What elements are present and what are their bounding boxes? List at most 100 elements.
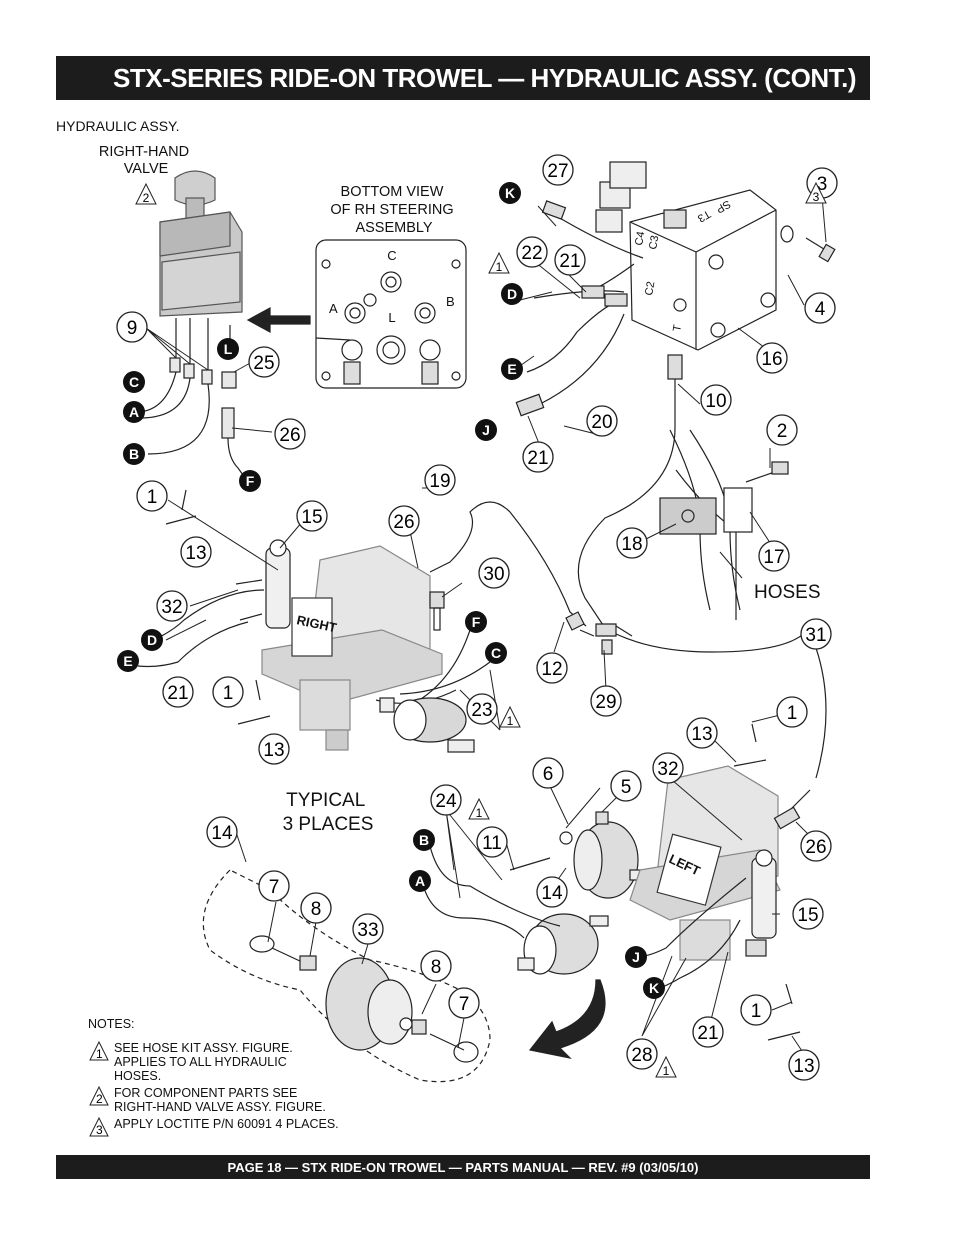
- bottom-view-label: BOTTOM VIEW OF RH STEERING ASSEMBLY: [330, 184, 457, 236]
- callout-circle: [274, 418, 306, 450]
- callout-10: 10: [700, 384, 732, 416]
- callout-number: 1: [751, 1001, 762, 1022]
- callout-number: 11: [482, 833, 502, 854]
- callout-circle: [776, 696, 808, 728]
- right-cylinder: [235, 539, 291, 629]
- right-hand-valve-drawing: [159, 170, 243, 317]
- callout-circle: [610, 770, 642, 802]
- connector-dot: [625, 946, 647, 968]
- connector-a: A: [409, 870, 431, 892]
- callout-circle: [448, 987, 480, 1019]
- callout-23: 23: [466, 693, 498, 725]
- callout-number: 33: [357, 920, 378, 941]
- connector-dot: [475, 419, 497, 441]
- callout-circle: [536, 876, 568, 908]
- valve-c4-label: C4: [633, 231, 647, 247]
- note-item: 3 APPLY LOCTITE P/N 60091 4 PLACES.: [88, 1117, 339, 1137]
- callout-circle: [156, 590, 188, 622]
- callout-28: 28: [626, 1038, 658, 1070]
- valve-c2-label: C2: [643, 281, 657, 297]
- callout-16: 16: [756, 342, 788, 374]
- callout-number: 8: [431, 957, 442, 978]
- connector-letter: D: [147, 632, 157, 648]
- callout-circle: [586, 405, 618, 437]
- note-triangle-icon: 2: [89, 1086, 109, 1106]
- callout-circle: [136, 480, 168, 512]
- right-side-hoses: [137, 501, 827, 779]
- connector-letter: C: [129, 374, 139, 390]
- callout-number: 14: [211, 823, 233, 844]
- connector-d: D: [501, 283, 523, 305]
- valve-hoses: [515, 200, 683, 629]
- right-gearbox: [261, 545, 443, 751]
- callout-15: 15: [792, 898, 824, 930]
- note-ref-number: 1: [476, 806, 483, 820]
- callout-circle: [686, 717, 718, 749]
- note-ref-3: 3: [805, 181, 827, 204]
- connector-f: F: [239, 470, 261, 492]
- rh-valve-fittings: [135, 318, 249, 483]
- callout-17: 17: [758, 540, 790, 572]
- connector-e: E: [117, 650, 139, 672]
- callout-number: 13: [263, 740, 284, 761]
- svg-text:1: 1: [96, 1047, 103, 1061]
- callout-21: 21: [554, 244, 586, 276]
- callout-circle: [804, 292, 836, 324]
- note-ref-number: 3: [813, 190, 820, 204]
- callout-24: 24: [430, 784, 462, 816]
- note-ref-1: 1: [499, 705, 521, 728]
- connector-dot: [501, 283, 523, 305]
- main-valve-block: [595, 161, 777, 351]
- typical-label: TYPICAL 3 PLACES: [283, 790, 374, 835]
- callout-1: 1: [136, 480, 168, 512]
- callout-circle: [248, 346, 280, 378]
- callout-number: 3: [817, 174, 828, 195]
- connector-l: L: [217, 338, 239, 360]
- callout-15: 15: [296, 500, 328, 532]
- notes-title: NOTES:: [88, 1017, 135, 1031]
- connector-e: E: [501, 358, 523, 380]
- connector-dot: [239, 470, 261, 492]
- callout-21: 21: [522, 441, 554, 473]
- callout-circle: [478, 557, 510, 589]
- callout-circle: [788, 1049, 820, 1081]
- callout-number: 27: [547, 161, 568, 182]
- callout-number: 1: [147, 487, 158, 508]
- note-triangle-icon: [135, 182, 157, 205]
- connector-dot: [141, 629, 163, 651]
- callout-number: 4: [815, 299, 826, 320]
- connector-letter: L: [224, 341, 233, 357]
- connector-letter: A: [415, 873, 425, 889]
- connector-letter: D: [507, 286, 517, 302]
- svg-text:3: 3: [96, 1123, 103, 1137]
- callout-circle: [590, 685, 622, 717]
- connector-b: B: [123, 443, 145, 465]
- connector-letter: J: [632, 949, 640, 965]
- connector-letter: K: [505, 185, 515, 201]
- note-ref-1: 1: [468, 797, 490, 820]
- connector-letter: A: [129, 404, 139, 420]
- callout-26: 26: [388, 505, 420, 537]
- callout-circle: [388, 505, 420, 537]
- callout-number: 7: [269, 877, 280, 898]
- note-triangle-icon: [488, 251, 510, 274]
- bottom-view-line-2: OF RH STEERING: [330, 202, 453, 218]
- callout-number: 31: [805, 625, 826, 646]
- callout-number: 32: [657, 759, 678, 780]
- callout-number: 18: [621, 534, 642, 555]
- right-hand-valve-label: RIGHT-HAND VALVE: [99, 144, 193, 177]
- connector-letter: J: [482, 422, 490, 438]
- nut-5: [595, 811, 609, 825]
- callout-1: 1: [740, 994, 772, 1026]
- callout-number: 23: [471, 700, 492, 721]
- callout-14: 14: [536, 876, 568, 908]
- callout-22: 22: [516, 236, 548, 268]
- motor-33: [325, 957, 413, 1051]
- callout-number: 20: [591, 412, 612, 433]
- callout-circle: [430, 784, 462, 816]
- connector-k: K: [643, 977, 665, 999]
- callout-number: 8: [311, 899, 322, 920]
- callout-number: 13: [793, 1056, 814, 1077]
- callout-25: 25: [248, 346, 280, 378]
- callout-21: 21: [692, 1016, 724, 1048]
